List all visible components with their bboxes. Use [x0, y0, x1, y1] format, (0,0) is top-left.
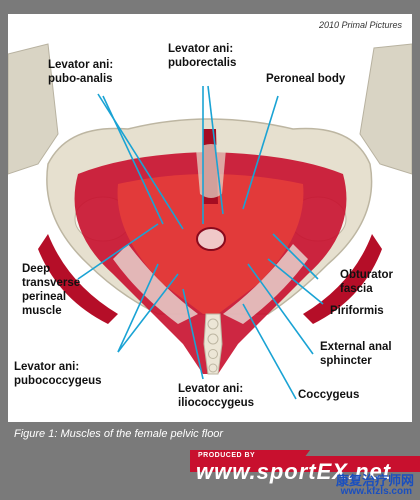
watermark-title: 康复治疗师网: [335, 474, 414, 489]
banner-background: [190, 450, 420, 472]
label-pubococcygeus: Levator ani: pubococcygeus: [14, 361, 102, 387]
label-coccygeus: Coccygeus: [298, 389, 360, 401]
label-puborectalis: Levator ani: puborectalis: [168, 43, 237, 69]
diagram-panel: 2010 Primal Pictures Levator ani: pubo-a…: [8, 14, 412, 422]
leader-lines: [77, 85, 324, 400]
label-obturator-fascia: Obturator fascia: [340, 269, 394, 295]
sportex-banner[interactable]: PRODUCED BY www.sportEX.net: [190, 450, 420, 500]
label-external-anal-sphincter: External anal sphincter: [320, 341, 392, 367]
left-femur: [8, 43, 59, 175]
pelvic-floor-illustration: [8, 43, 412, 400]
label-deep-transverse-perineal: Deep transverse perineal muscle: [22, 263, 81, 317]
label-piriformis: Piriformis: [330, 305, 384, 317]
watermark-url: www.kfzls.com: [340, 486, 412, 497]
anal-canal: [196, 227, 226, 251]
right-femur: [359, 43, 412, 175]
label-iliococcygeus: Levator ani: iliococcygeus: [178, 383, 255, 409]
banner-url[interactable]: www.sportEX.net: [196, 459, 392, 484]
copyright-text: 2010 Primal Pictures: [318, 20, 402, 30]
label-pubo-analis: Levator ani: pubo-analis: [48, 59, 114, 85]
figure-caption: Figure 1: Muscles of the female pelvic f…: [14, 428, 224, 440]
produced-by-text: PRODUCED BY: [198, 452, 256, 459]
label-peroneal-body: Peroneal body: [266, 73, 346, 85]
